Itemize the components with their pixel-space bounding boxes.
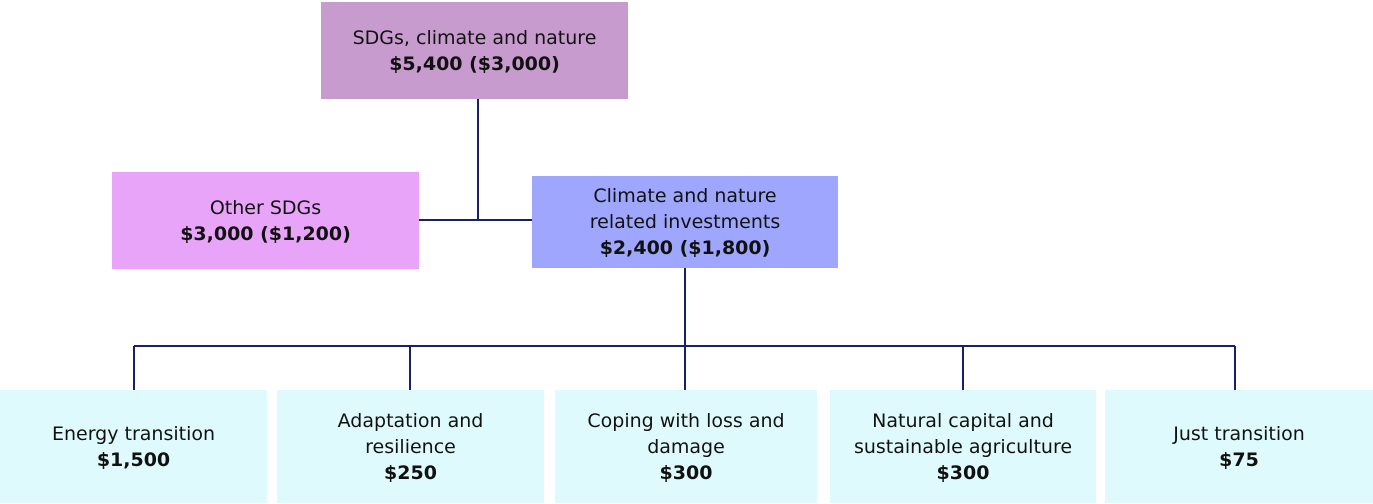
climate-nature-box: Climate and nature related investments $… xyxy=(532,176,838,268)
climate-title-line2: related investments xyxy=(589,211,781,233)
leaf-line2: sustainable agriculture xyxy=(853,435,1073,458)
sdgs-climate-nature-box: SDGs, climate and nature $5,400 ($3,000) xyxy=(321,2,628,99)
leaf-value: $250 xyxy=(384,461,437,484)
leaf-value: $1,500 xyxy=(96,448,171,471)
leaf-line1: Natural capital and xyxy=(872,409,1054,432)
leaf-value: $300 xyxy=(659,461,713,484)
leaf-line2: damage xyxy=(647,435,725,458)
leaf-just-transition-box: Just transition $75 xyxy=(1105,390,1373,503)
other-sdgs-value: $3,000 ($1,200) xyxy=(180,222,351,245)
leaf-value: $300 xyxy=(936,461,990,484)
leaf-loss-damage-box: Coping with loss and damage $300 xyxy=(555,390,817,503)
leaf-value: $75 xyxy=(1219,448,1259,471)
leaf-line1: Just transition xyxy=(1173,422,1305,445)
leaf-adaptation-resilience-box: Adaptation and resilience $250 xyxy=(277,390,544,503)
other-sdgs-title: Other SDGs xyxy=(209,196,322,219)
leaf-line2: resilience xyxy=(365,435,456,458)
top-value: $5,400 ($3,000) xyxy=(389,52,560,75)
climate-title-line1: Climate and nature xyxy=(593,185,777,207)
leaf-natural-capital-box: Natural capital and sustainable agricult… xyxy=(830,390,1096,503)
leaf-line1: Adaptation and xyxy=(337,409,484,432)
leaf-energy-transition-box: Energy transition $1,500 xyxy=(0,390,267,503)
leaf-line1: Energy transition xyxy=(51,422,216,445)
climate-value: $2,400 ($1,800) xyxy=(599,237,771,259)
leaf-line1: Coping with loss and xyxy=(587,409,785,432)
top-title: SDGs, climate and nature xyxy=(352,26,597,49)
other-sdgs-box: Other SDGs $3,000 ($1,200) xyxy=(112,172,419,269)
